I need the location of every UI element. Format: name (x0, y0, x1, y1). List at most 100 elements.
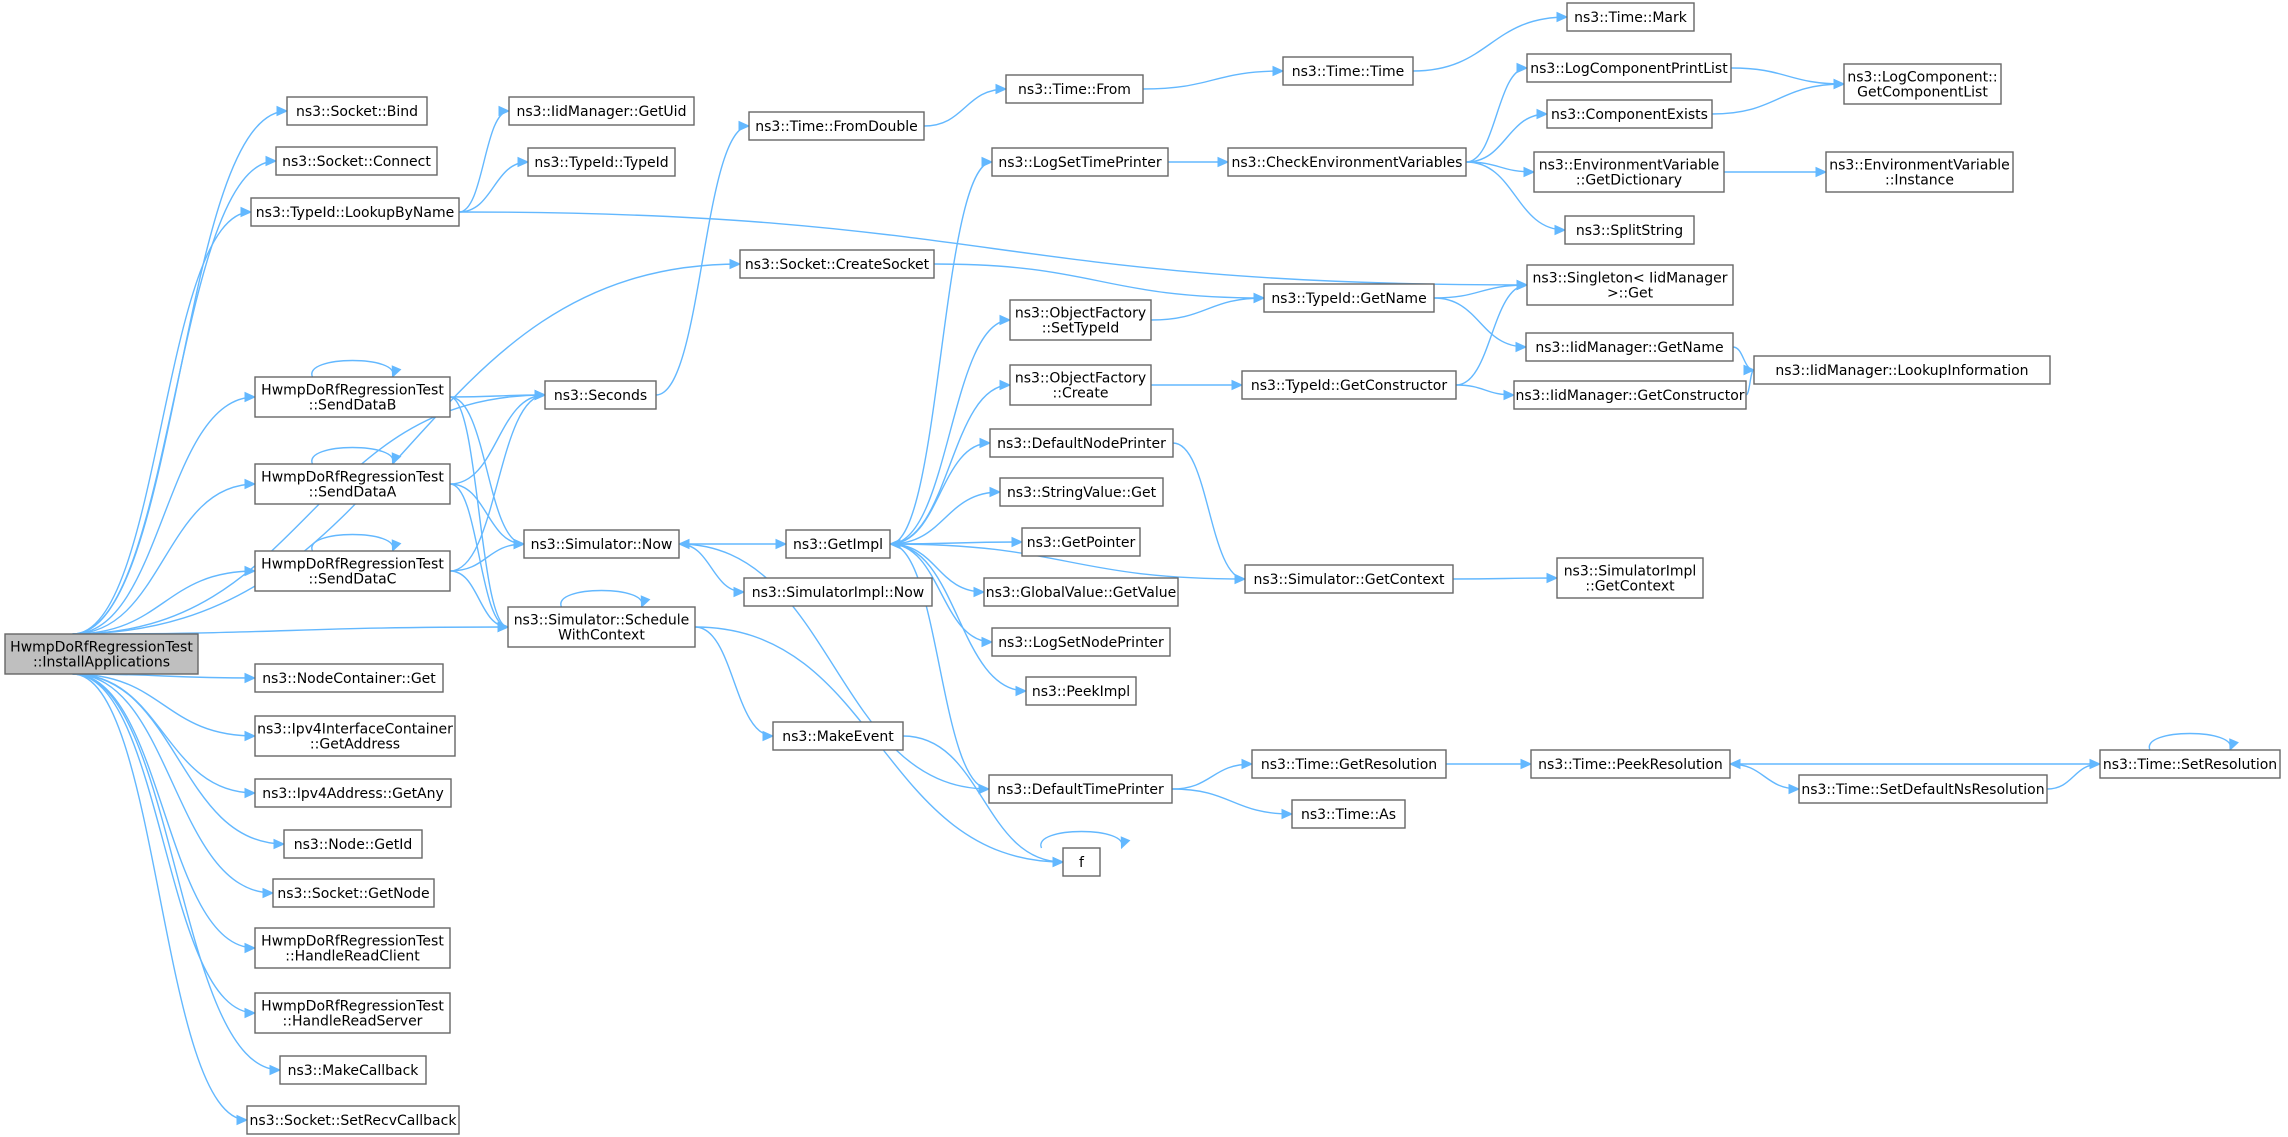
node-sockBind[interactable]: ns3::Socket::Bind (286, 96, 428, 126)
node-lookup[interactable]: ns3::TypeId::LookupByName (250, 197, 460, 227)
node-box[interactable] (1753, 355, 2051, 385)
node-box[interactable] (989, 428, 1174, 458)
node-box[interactable] (999, 477, 1164, 507)
node-getUid[interactable]: ns3::IidManager::GetUid (508, 96, 695, 126)
node-box[interactable] (1546, 99, 1713, 129)
node-timeTime[interactable]: ns3::Time::Time (1282, 56, 1414, 86)
node-readClient[interactable]: HwmpDoRfRegressionTest::HandleReadClient (254, 927, 451, 969)
node-ncGet[interactable]: ns3::NodeContainer::Get (254, 663, 444, 693)
node-box[interactable] (254, 463, 451, 505)
node-box[interactable] (254, 992, 451, 1034)
node-getImpl[interactable]: ns3::GetImpl (785, 529, 891, 559)
node-box[interactable] (991, 147, 1169, 177)
node-box[interactable] (275, 146, 438, 176)
node-box[interactable] (1009, 364, 1152, 406)
node-box[interactable] (739, 249, 935, 279)
node-simGetCtx[interactable]: ns3::Simulator::GetContext (1244, 564, 1454, 594)
node-timeGetRes[interactable]: ns3::Time::GetResolution (1251, 749, 1447, 779)
node-now[interactable]: ns3::Simulator::Now (523, 529, 680, 559)
node-f[interactable]: f (1062, 847, 1101, 877)
node-box[interactable] (254, 663, 444, 693)
node-box[interactable] (1227, 147, 1467, 177)
node-box[interactable] (1526, 264, 1734, 306)
node-setRes[interactable]: ns3::Time::SetResolution (2099, 749, 2281, 779)
node-box[interactable] (246, 1105, 460, 1135)
node-box[interactable] (1009, 299, 1152, 341)
node-compExists[interactable]: ns3::ComponentExists (1546, 99, 1713, 129)
node-box[interactable] (254, 778, 452, 808)
node-box[interactable] (748, 111, 925, 141)
node-box[interactable] (527, 147, 676, 177)
node-box[interactable] (254, 715, 456, 757)
node-box[interactable] (1282, 56, 1414, 86)
node-logCompPrint[interactable]: ns3::LogComponentPrintList (1526, 53, 1732, 83)
node-box[interactable] (1798, 774, 2048, 804)
node-setDefNs[interactable]: ns3::Time::SetDefaultNsResolution (1798, 774, 2048, 804)
node-splitString[interactable]: ns3::SplitString (1564, 215, 1695, 245)
node-readServer[interactable]: HwmpDoRfRegressionTest::HandleReadServer (254, 992, 451, 1034)
node-box[interactable] (254, 550, 451, 592)
node-peekImpl[interactable]: ns3::PeekImpl (1025, 676, 1137, 706)
node-getNode[interactable]: ns3::Socket::GetNode (272, 878, 435, 908)
node-makeEvent[interactable]: ns3::MakeEvent (772, 721, 904, 751)
node-iidLookupInfo[interactable]: ns3::IidManager::LookupInformation (1753, 355, 2051, 385)
node-box[interactable] (1530, 749, 1731, 779)
node-timeFrom[interactable]: ns3::Time::From (1005, 74, 1144, 104)
node-envGetDict[interactable]: ns3::EnvironmentVariable::GetDictionary (1533, 151, 1725, 193)
node-box[interactable] (983, 577, 1179, 607)
node-fromDouble[interactable]: ns3::Time::FromDouble (748, 111, 925, 141)
node-box[interactable] (1021, 527, 1141, 557)
node-box[interactable] (250, 197, 460, 227)
node-box[interactable] (1825, 151, 2014, 193)
node-box[interactable] (279, 1055, 427, 1085)
node-box[interactable] (772, 721, 904, 751)
node-box[interactable] (508, 96, 695, 126)
node-sendC[interactable]: HwmpDoRfRegressionTest::SendDataC (254, 550, 451, 592)
node-makeCallback[interactable]: ns3::MakeCallback (279, 1055, 427, 1085)
node-box[interactable] (785, 529, 891, 559)
node-logSetNode[interactable]: ns3::LogSetNodePrinter (991, 627, 1171, 657)
node-getId[interactable]: ns3::Node::GetId (283, 829, 423, 859)
node-box[interactable] (507, 606, 696, 648)
node-ipv4ic[interactable]: ns3::Ipv4InterfaceContainer::GetAddress (254, 715, 456, 757)
node-createSocket[interactable]: ns3::Socket::CreateSocket (739, 249, 935, 279)
node-box[interactable] (1564, 215, 1695, 245)
node-checkEnv[interactable]: ns3::CheckEnvironmentVariables (1227, 147, 1467, 177)
node-envInstance[interactable]: ns3::EnvironmentVariable::Instance (1825, 151, 2014, 193)
node-box[interactable] (1005, 74, 1144, 104)
node-sendB[interactable]: HwmpDoRfRegressionTest::SendDataB (254, 376, 451, 418)
node-peekRes[interactable]: ns3::Time::PeekResolution (1530, 749, 1731, 779)
node-box[interactable] (272, 878, 435, 908)
node-getAny[interactable]: ns3::Ipv4Address::GetAny (254, 778, 452, 808)
node-box[interactable] (1566, 2, 1695, 32)
node-gvGetValue[interactable]: ns3::GlobalValue::GetValue (983, 577, 1179, 607)
node-box[interactable] (988, 774, 1173, 804)
node-box[interactable] (254, 927, 451, 969)
node-box[interactable] (4, 633, 199, 675)
node-box[interactable] (743, 577, 933, 607)
node-setRecv[interactable]: ns3::Socket::SetRecvCallback (246, 1105, 460, 1135)
node-iidGetName[interactable]: ns3::IidManager::GetName (1525, 332, 1734, 362)
node-getPointer[interactable]: ns3::GetPointer (1021, 527, 1141, 557)
node-tidGetName[interactable]: ns3::TypeId::GetName (1263, 283, 1435, 313)
node-simImplGetCtx[interactable]: ns3::SimulatorImpl::GetContext (1556, 557, 1704, 599)
node-box[interactable] (286, 96, 428, 126)
node-box[interactable] (254, 376, 451, 418)
node-box[interactable] (1533, 151, 1725, 193)
node-typeId[interactable]: ns3::TypeId::TypeId (527, 147, 676, 177)
node-box[interactable] (1025, 676, 1137, 706)
node-ofSetType[interactable]: ns3::ObjectFactory::SetTypeId (1009, 299, 1152, 341)
node-box[interactable] (1244, 564, 1454, 594)
node-sendA[interactable]: HwmpDoRfRegressionTest::SendDataA (254, 463, 451, 505)
node-seconds[interactable]: ns3::Seconds (544, 380, 657, 410)
node-box[interactable] (523, 529, 680, 559)
node-iidGetCtor[interactable]: ns3::IidManager::GetConstructor (1513, 380, 1747, 410)
node-box[interactable] (1556, 557, 1704, 599)
node-singletonGet[interactable]: ns3::Singleton< IidManager >::Get (1526, 264, 1734, 306)
node-box[interactable] (1263, 283, 1435, 313)
node-tidGetCtor[interactable]: ns3::TypeId::GetConstructor (1241, 370, 1457, 400)
node-box[interactable] (2099, 749, 2281, 779)
node-box[interactable] (1525, 332, 1734, 362)
node-box[interactable] (1291, 799, 1406, 829)
node-ofCreate[interactable]: ns3::ObjectFactory::Create (1009, 364, 1152, 406)
